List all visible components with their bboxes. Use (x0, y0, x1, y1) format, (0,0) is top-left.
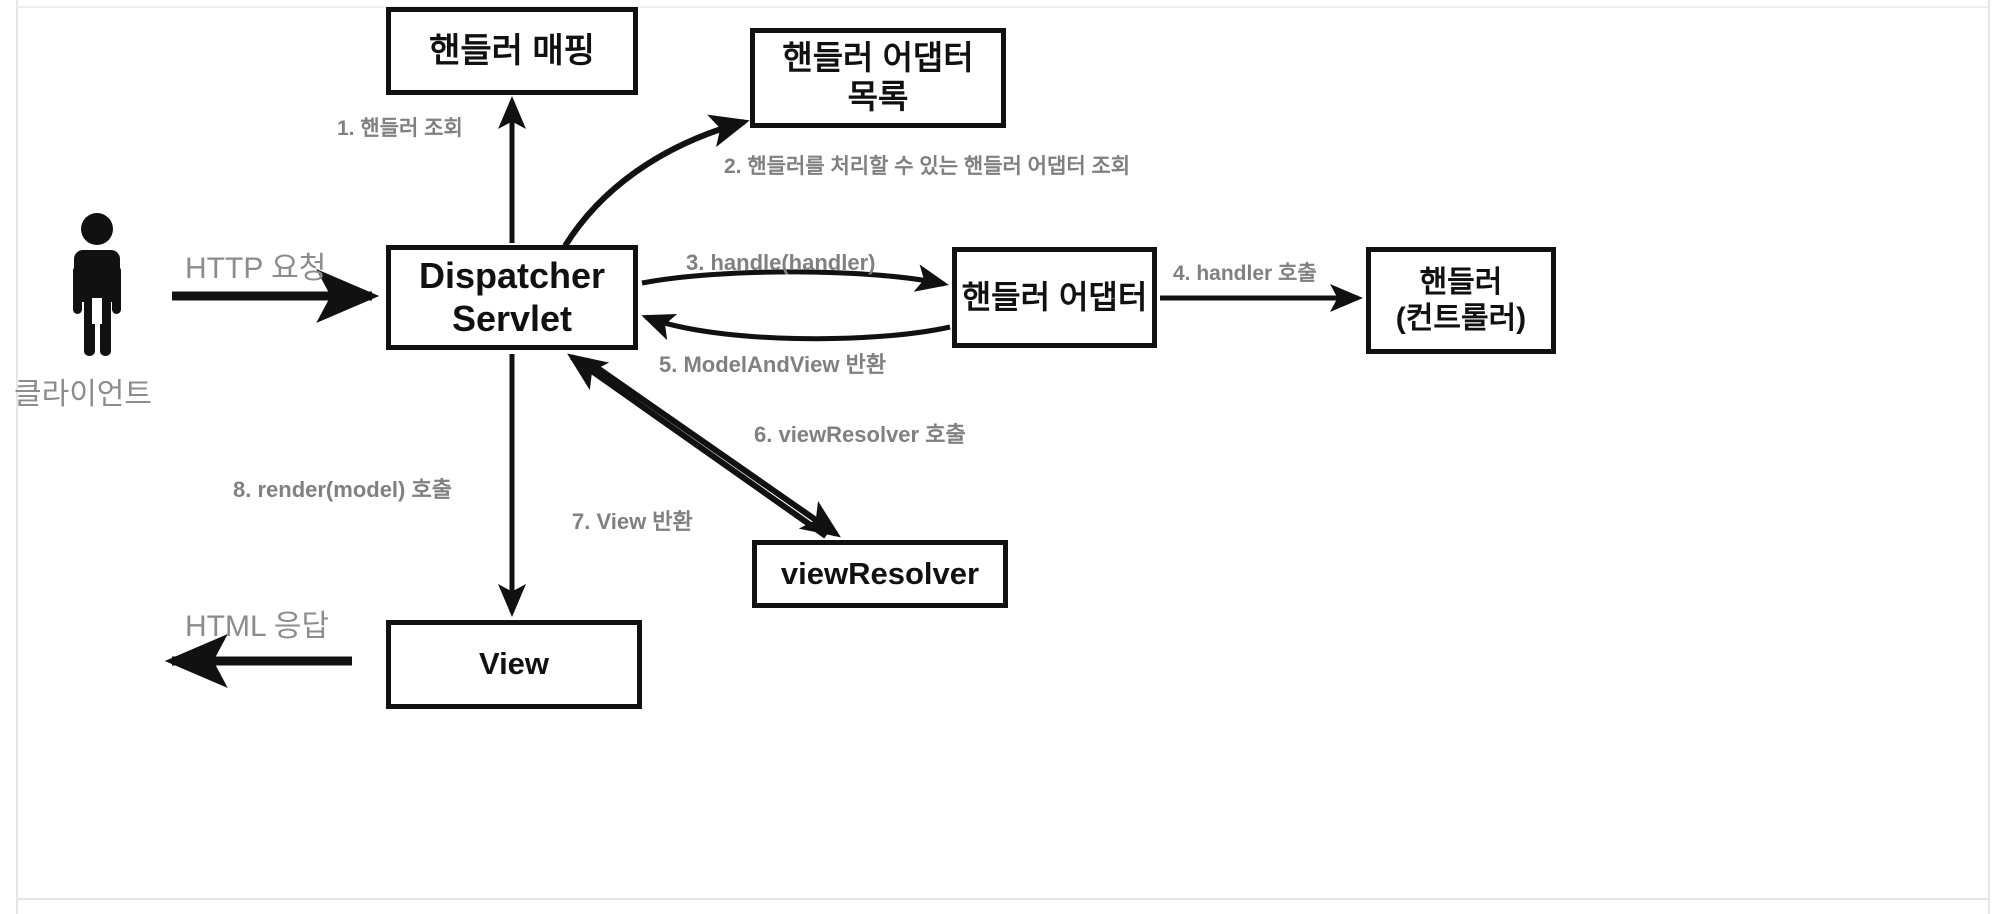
node-handler-adapter-list-label: 핸들러 어댑터 목록 (782, 39, 974, 115)
flow-label-step-2: 2. 핸들러를 처리할 수 있는 핸들러 어댑터 조회 (724, 155, 1131, 178)
node-view-resolver-label: viewResolver (780, 555, 980, 591)
node-dispatcher-servlet-label: Dispatcher Servlet (418, 255, 606, 339)
flow-label-http-response: HTML 응답 (185, 610, 330, 643)
flow-label-step-3: 3. handle(handler) (686, 250, 876, 275)
flow-label-step-7: 7. View 반환 (572, 509, 693, 534)
person-icon (73, 213, 121, 356)
frame-left-divider (16, 0, 18, 914)
flow-label-step-6: 6. viewResolver 호출 (754, 422, 966, 447)
client-label: 클라이언트 (14, 378, 152, 411)
flow-label-http-request: HTTP 요청 (185, 252, 327, 285)
node-dispatcher-servlet[interactable]: Dispatcher Servlet (386, 245, 638, 350)
node-handler-adapter-label: 핸들러 어댑터 (961, 278, 1148, 315)
node-handler-controller-label: 핸들러 (컨트롤러) (1395, 266, 1527, 335)
node-handler-adapter-list[interactable]: 핸들러 어댑터 목록 (750, 28, 1006, 128)
flow-label-step-4: 4. handler 호출 (1173, 262, 1317, 285)
frame-top-divider (16, 6, 1988, 8)
flow-label-step-5: 5. ModelAndView 반환 (659, 352, 887, 377)
node-view[interactable]: View (386, 620, 642, 709)
client-actor (62, 212, 132, 357)
frame-right-divider (1988, 0, 1990, 914)
node-handler-mapping-label: 핸들러 매핑 (429, 31, 595, 70)
flow-label-step-1: 1. 핸들러 조회 (337, 117, 463, 140)
node-handler-controller[interactable]: 핸들러 (컨트롤러) (1366, 247, 1556, 354)
node-view-resolver[interactable]: viewResolver (752, 540, 1008, 608)
node-view-label: View (478, 646, 550, 682)
node-handler-adapter[interactable]: 핸들러 어댑터 (952, 247, 1157, 348)
flow-label-step-8: 8. render(model) 호출 (233, 477, 452, 502)
node-handler-mapping[interactable]: 핸들러 매핑 (386, 7, 638, 95)
frame-bottom-divider (16, 898, 1988, 900)
